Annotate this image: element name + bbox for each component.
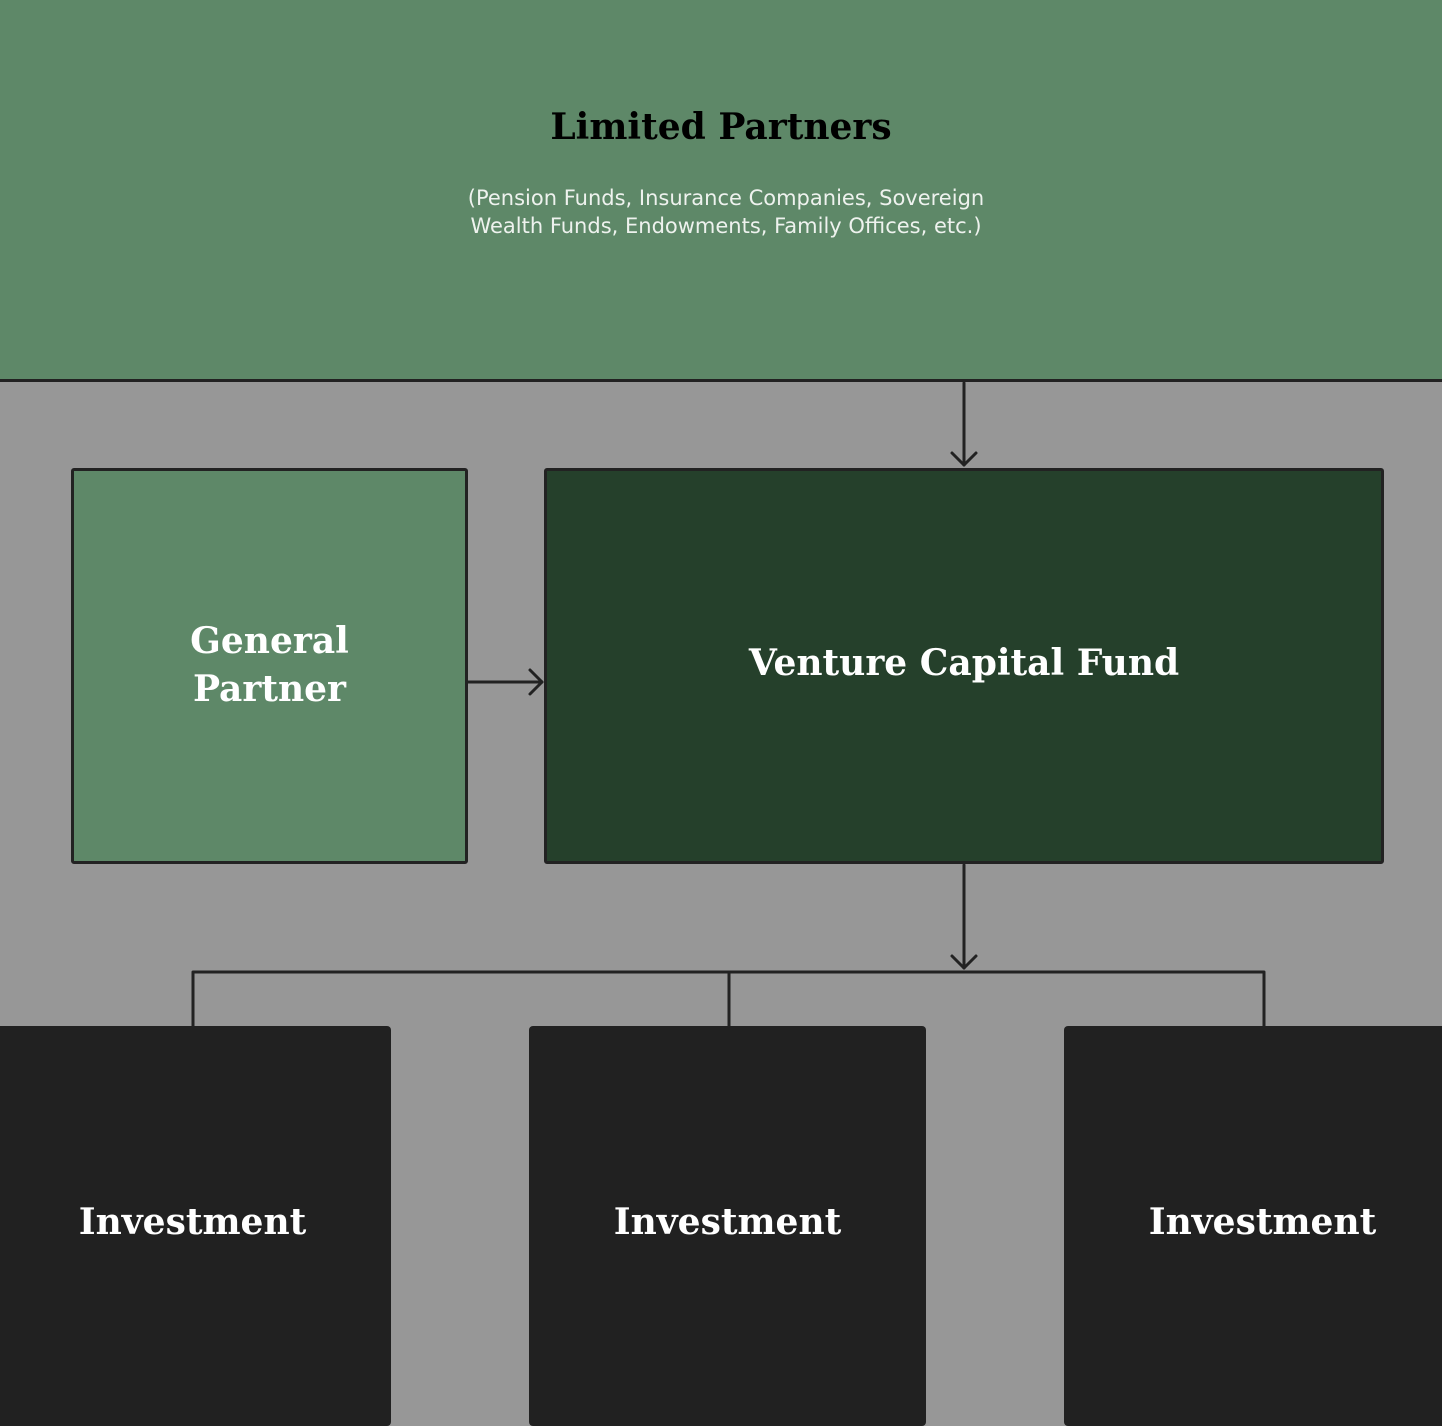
general-partner-title-line2: Partner (192, 668, 347, 710)
investment-label-2: Investment (613, 1201, 842, 1243)
limited-partners-title: Limited Partners (550, 106, 892, 148)
general-partner-box (71, 468, 468, 864)
investment-label-3: Investment (1148, 1201, 1377, 1243)
investment-label-1: Investment (78, 1201, 307, 1243)
lp-to-fund-arrowhead (950, 451, 978, 467)
gp-to-fund-arrowhead (528, 668, 544, 696)
venture-capital-fund-box (544, 468, 1384, 864)
venture-capital-fund-title: Venture Capital Fund (748, 642, 1180, 684)
investment-box-2 (529, 1026, 926, 1426)
fund-to-investments-arrowhead (950, 954, 978, 970)
limited-partners-subtitle: (Pension Funds, Insurance Companies, Sov… (421, 184, 1031, 240)
limited-partners-subtitle-line1: (Pension Funds, Insurance Companies, Sov… (467, 186, 985, 210)
limited-partners-box (0, 0, 1442, 382)
general-partner-title: General Partner (71, 617, 468, 713)
general-partner-title-line1: General (190, 620, 349, 662)
investment-box-1 (0, 1026, 391, 1426)
investment-box-3 (1064, 1026, 1442, 1426)
limited-partners-subtitle-line2: Wealth Funds, Endowments, Family Offices… (470, 214, 982, 238)
